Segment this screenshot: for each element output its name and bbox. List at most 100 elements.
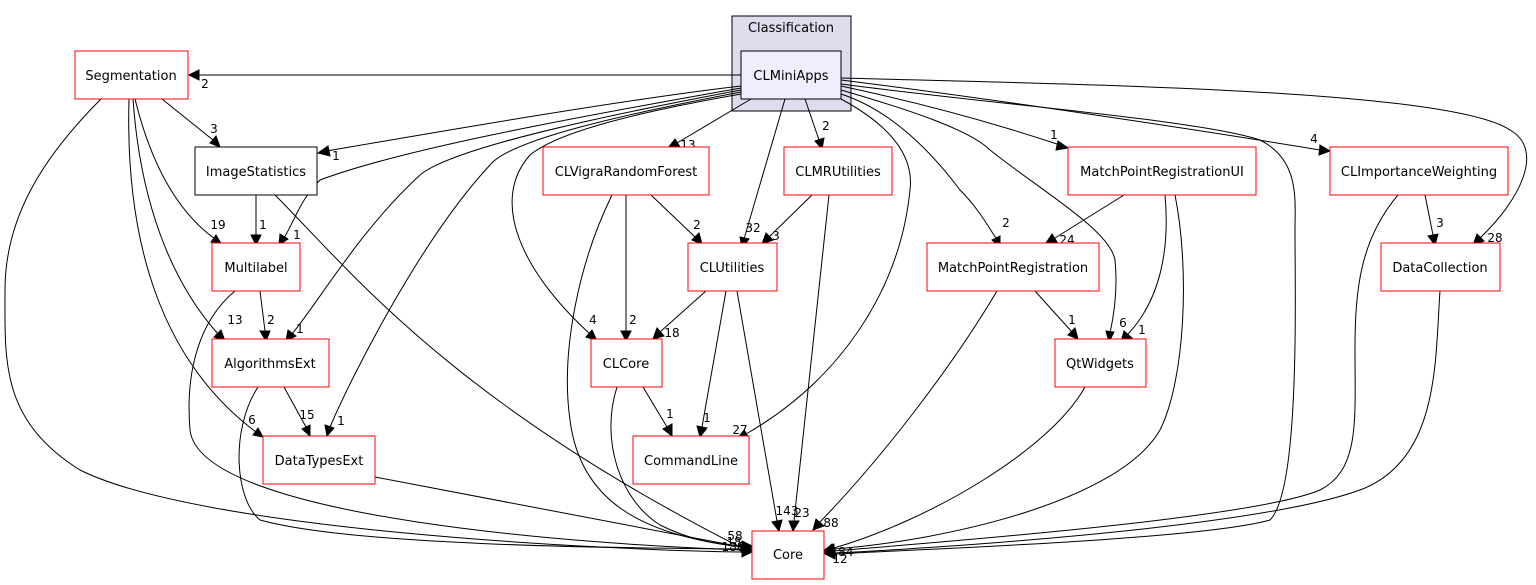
svg-text:2: 2 (201, 77, 209, 91)
node-clvigrarandomforest[interactable]: CLVigraRandomForest (542, 146, 710, 196)
svg-text:143: 143 (776, 504, 799, 518)
edge-clminiapps-segmentation: 2 (187, 69, 741, 91)
node-commandline[interactable]: CommandLine (632, 435, 750, 485)
edge-clutilities-commandline: 1 (696, 290, 727, 439)
edge-datacollection-core (822, 290, 1441, 559)
edge-clminiapps-matchpointregistrationui: 1 (840, 85, 1070, 151)
node-climportanceweighting[interactable]: CLImportanceWeighting (1329, 146, 1509, 196)
svg-text:CLMiniApps: CLMiniApps (753, 69, 828, 84)
node-matchpointregistrationui[interactable]: MatchPointRegistrationUI (1067, 146, 1257, 196)
svg-text:88: 88 (823, 516, 838, 530)
edge-mpreg-qtwidgets: 1 (1034, 290, 1079, 340)
svg-text:Core: Core (773, 548, 803, 563)
edge-mpreg-core: 88 (812, 290, 998, 531)
edge-clcore-commandline: 1 (642, 386, 674, 438)
node-datacollection[interactable]: DataCollection (1380, 242, 1501, 292)
node-core[interactable]: Core (751, 530, 825, 580)
edge-algorithmsext-datatypesext: 15 (283, 386, 315, 438)
svg-text:1: 1 (332, 149, 340, 163)
svg-text:2: 2 (693, 218, 701, 232)
edge-clminiapps-datatypesext: 1 (324, 91, 742, 438)
core-label-b: 18 (726, 535, 741, 549)
edge-clminiapps-clmrutilities: 2 (804, 98, 830, 151)
svg-text:28: 28 (1487, 231, 1502, 245)
edge-imagestatistics-core (274, 194, 753, 554)
svg-text:1: 1 (1068, 313, 1076, 327)
edge-qtwidgets-core (822, 386, 1086, 554)
svg-text:CLImportanceWeighting: CLImportanceWeighting (1341, 165, 1497, 180)
svg-text:MatchPointRegistrationUI: MatchPointRegistrationUI (1080, 165, 1244, 180)
edge-imagestatistics-multilabel: 1 (250, 195, 267, 247)
svg-text:1: 1 (296, 322, 304, 336)
svg-text:2: 2 (267, 313, 275, 327)
edge-segmentation-imagestatistics: 3 (161, 98, 221, 148)
svg-text:CLMRUtilities: CLMRUtilities (795, 165, 881, 180)
svg-text:1: 1 (666, 407, 674, 421)
node-algorithmsext[interactable]: AlgorithmsExt (211, 338, 330, 388)
svg-text:Segmentation: Segmentation (85, 69, 176, 84)
svg-text:DataTypesExt: DataTypesExt (275, 454, 364, 469)
edge-clutilities-core: 143 (736, 290, 799, 533)
svg-text:CommandLine: CommandLine (644, 454, 738, 469)
svg-text:1: 1 (293, 228, 301, 242)
svg-text:6: 6 (1119, 316, 1127, 330)
edge-clminiapps-datacollection: 28 (840, 77, 1528, 246)
node-datatypesext[interactable]: DataTypesExt (262, 435, 376, 485)
core-label-e: 12 (832, 552, 847, 566)
svg-text:6: 6 (248, 413, 256, 427)
edge-clminiapps-clutilities: 32 (739, 98, 786, 250)
svg-text:3: 3 (1436, 216, 1444, 230)
edge-clminiapps-imagestatistics: 1 (316, 85, 742, 163)
node-matchpointregistration[interactable]: MatchPointRegistration (926, 242, 1100, 292)
svg-text:23: 23 (794, 506, 809, 520)
svg-text:CLUtilities: CLUtilities (700, 261, 765, 276)
cluster-label: Classification (748, 21, 834, 36)
core-label-a: 58 (727, 529, 742, 543)
svg-text:27: 27 (732, 423, 747, 437)
svg-text:19: 19 (210, 218, 225, 232)
edge-clmrutilities-clutilities: 3 (761, 194, 813, 245)
svg-text:2: 2 (629, 313, 637, 327)
core-label-d: 184 (831, 545, 854, 559)
edge-segmentation-datatypesext (128, 98, 264, 438)
svg-text:2: 2 (1002, 216, 1010, 230)
edge-clcore-core (610, 386, 754, 552)
node-qtwidgets[interactable]: QtWidgets (1054, 338, 1147, 388)
svg-text:1: 1 (1138, 323, 1146, 337)
svg-text:QtWidgets: QtWidgets (1066, 357, 1134, 372)
svg-text:4: 4 (1310, 132, 1318, 146)
svg-text:1: 1 (1050, 128, 1058, 142)
svg-text:15: 15 (299, 408, 314, 422)
svg-text:CLCore: CLCore (603, 357, 649, 372)
svg-text:3: 3 (772, 229, 780, 243)
core-label-c: 188 (722, 540, 745, 554)
edge-climportanceweighting-datacollection: 3 (1424, 194, 1444, 247)
edge-segmentation-algorithmsext: 13 (132, 98, 243, 342)
node-clmrutilities[interactable]: CLMRUtilities (783, 146, 893, 196)
node-clcore[interactable]: CLCore (590, 338, 663, 388)
svg-text:32: 32 (745, 221, 760, 235)
svg-text:CLVigraRandomForest: CLVigraRandomForest (555, 165, 697, 180)
edge-clmrutilities-core: 23 (788, 194, 830, 533)
svg-text:4: 4 (589, 313, 597, 327)
node-clminiapps[interactable]: CLMiniApps (740, 50, 842, 100)
svg-text:ImageStatistics: ImageStatistics (206, 165, 306, 180)
node-clutilities[interactable]: CLUtilities (687, 242, 778, 292)
svg-text:1: 1 (337, 414, 345, 428)
node-segmentation[interactable]: Segmentation (74, 50, 189, 100)
node-multilabel[interactable]: Multilabel (211, 242, 301, 292)
svg-text:DataCollection: DataCollection (1392, 261, 1487, 276)
edge-clvigrarandomforest-clutilities: 2 (650, 194, 703, 245)
node-imagestatistics[interactable]: ImageStatistics (194, 146, 318, 196)
svg-text:1: 1 (259, 218, 267, 232)
edge-clminiapps-qtwidgets: 6 (840, 89, 1127, 344)
edge-clminiapps-clvigrarandomforest: 13 (666, 98, 752, 152)
svg-text:13: 13 (227, 313, 242, 327)
svg-text:MatchPointRegistration: MatchPointRegistration (938, 261, 1088, 276)
svg-text:Multilabel: Multilabel (224, 261, 287, 276)
edge-mpregui-qtwidgets: 1 (1120, 194, 1167, 343)
edge-multilabel-algorithmsext: 2 (259, 290, 275, 343)
svg-text:2: 2 (822, 119, 830, 133)
edge-clminiapps-climportanceweighting: 4 (840, 79, 1332, 156)
